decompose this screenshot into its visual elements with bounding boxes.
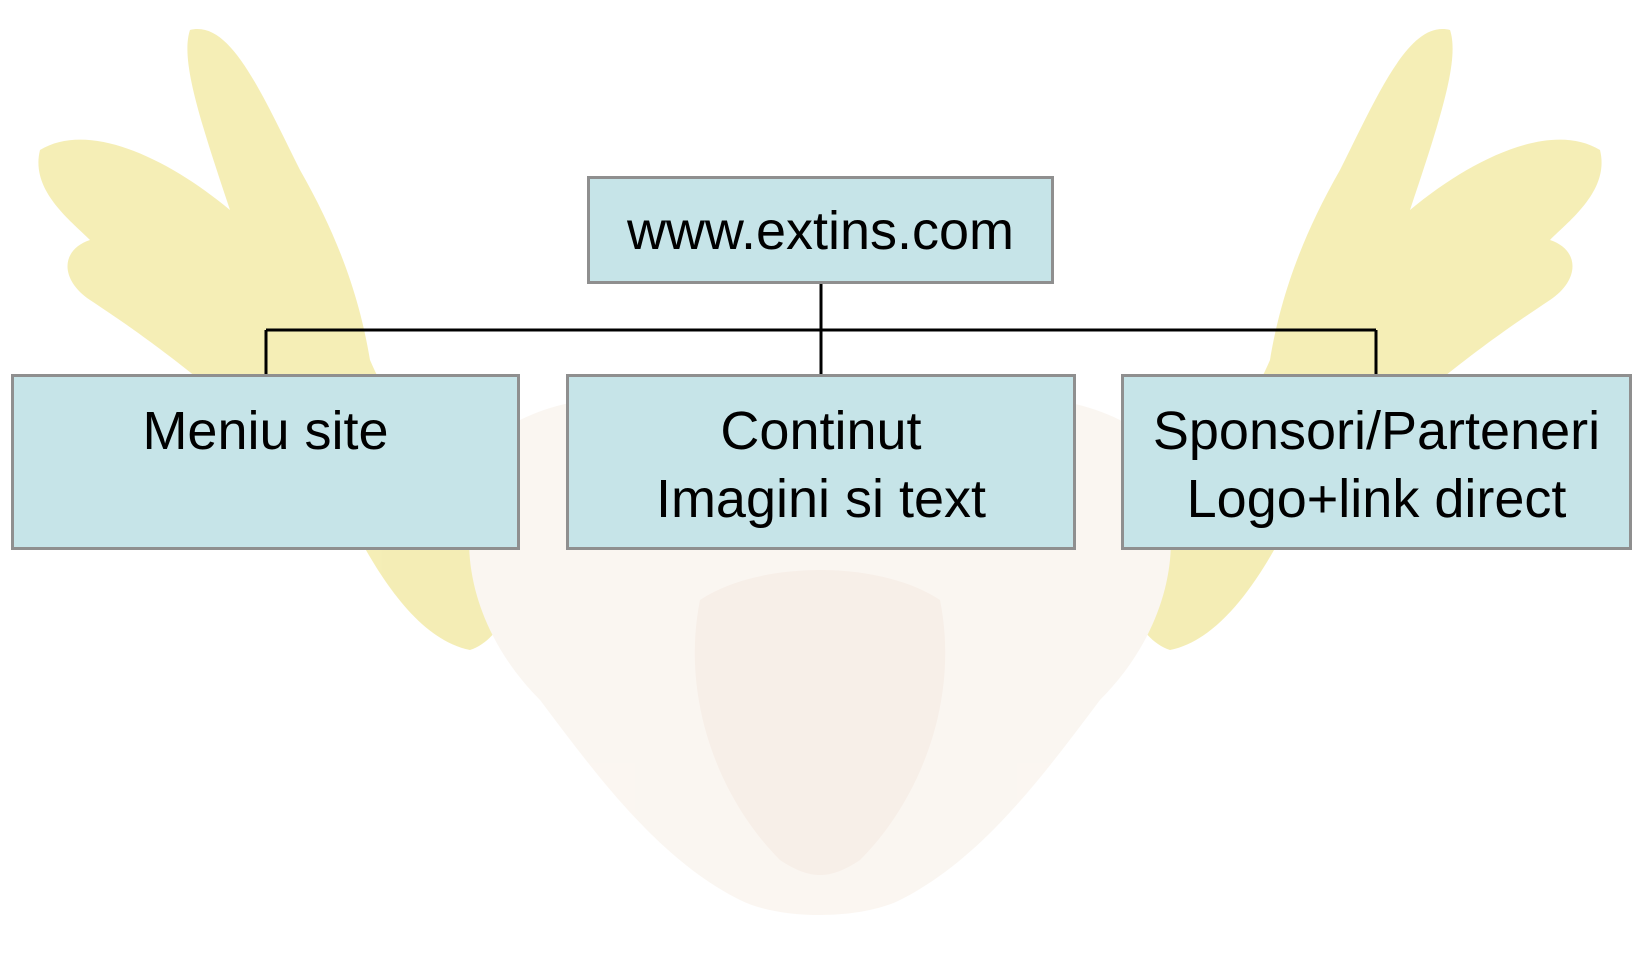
sponsors-node-sublabel: Logo+link direct [1186,469,1567,529]
menu-node: Meniu site [11,374,520,550]
content-node: Continut Imagini si text [566,374,1076,550]
content-node-sublabel: Imagini si text [655,469,987,529]
sponsors-node: Sponsori/Parteneri Logo+link direct [1121,374,1632,550]
center-hands-highlight [694,570,946,875]
content-node-label: Continut [720,401,922,461]
root-node: www.extins.com [587,176,1054,284]
sponsors-node-label: Sponsori/Parteneri [1152,401,1601,461]
root-node-label: www.extins.com [626,201,1015,261]
menu-node-label: Meniu site [142,401,389,461]
